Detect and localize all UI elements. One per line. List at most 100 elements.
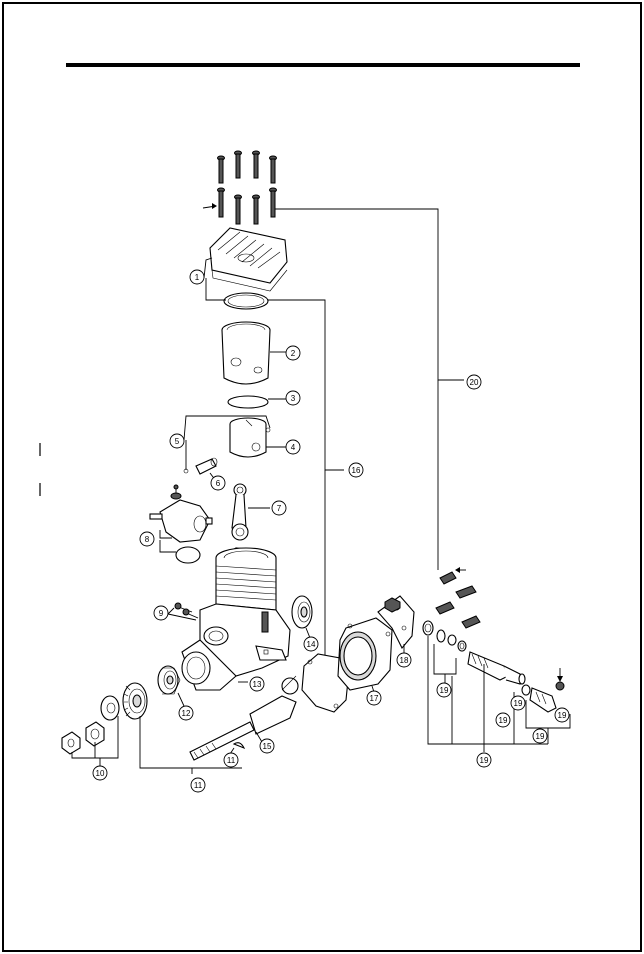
header-rule — [66, 63, 580, 67]
leader-11-bracket — [139, 716, 193, 774]
callout-c19b: 19 — [476, 752, 492, 768]
callout-c1: 1 — [189, 269, 205, 285]
callout-circle — [178, 705, 194, 721]
front-bearing — [157, 665, 181, 695]
callout-c3: 3 — [285, 390, 301, 406]
needle — [529, 681, 565, 713]
piston-ring — [227, 395, 269, 409]
woodruff-key — [232, 742, 246, 750]
callout-c6: 6 — [210, 475, 226, 491]
callout-group: 1234567891011111213141516171819191919191… — [92, 269, 570, 793]
connecting-rod — [231, 483, 249, 541]
callout-c11a: 11 — [190, 777, 206, 793]
head-gasket — [223, 292, 269, 310]
callout-circle — [190, 777, 206, 793]
circlip — [183, 468, 189, 474]
crankcase — [181, 547, 291, 691]
callout-circle — [271, 500, 287, 516]
callout-circle — [259, 738, 275, 754]
callout-circle — [92, 765, 108, 781]
callout-label: 2 — [291, 349, 296, 358]
callout-c13: 13 — [249, 676, 265, 692]
callout-circle — [303, 636, 319, 652]
callout-label: 16 — [352, 466, 361, 475]
callout-c8: 8 — [139, 531, 155, 547]
callout-label: 19 — [558, 711, 567, 720]
callout-circle — [466, 374, 482, 390]
callout-circle — [223, 752, 239, 768]
callout-circle — [189, 269, 205, 285]
callout-c10: 10 — [92, 765, 108, 781]
callout-label: 19 — [514, 699, 523, 708]
callout-label: 19 — [499, 716, 508, 725]
leader-9b — [167, 613, 197, 621]
callout-circle — [476, 752, 492, 768]
callout-c18: 18 — [396, 652, 412, 668]
callout-c15: 15 — [259, 738, 275, 754]
callout-c7: 7 — [271, 500, 287, 516]
leader-14 — [305, 627, 311, 639]
leader-19a-bracket — [433, 644, 457, 675]
backplate-housing — [337, 617, 393, 691]
cylinder-liner — [221, 321, 271, 385]
callout-c9: 9 — [153, 605, 169, 621]
callout-circle — [139, 531, 155, 547]
backplate-bolts — [435, 571, 481, 629]
piston — [229, 417, 267, 458]
callout-c2: 2 — [285, 345, 301, 361]
arrow-head — [455, 567, 460, 573]
arrow-head — [557, 676, 563, 682]
callout-circle — [366, 690, 382, 706]
crankshaft — [189, 675, 299, 761]
leader-20 — [275, 208, 464, 381]
leader-15 — [255, 731, 263, 743]
callout-c20: 20 — [466, 374, 482, 390]
backplate-gasket — [301, 653, 349, 713]
carburetor — [149, 484, 213, 543]
callout-circle — [510, 695, 526, 711]
spinner-nut — [61, 731, 81, 755]
callout-circle — [495, 712, 511, 728]
wrist-pin — [195, 457, 218, 475]
callout-circle — [285, 345, 301, 361]
leader-1 — [203, 257, 213, 279]
callout-label: 14 — [307, 640, 316, 649]
callout-circle — [285, 390, 301, 406]
drive-washer — [122, 682, 148, 720]
leader-12 — [177, 692, 185, 707]
callout-label: 12 — [182, 709, 191, 718]
callout-circle — [532, 728, 548, 744]
callout-label: 7 — [277, 504, 282, 513]
leader-16 — [268, 299, 344, 471]
callout-label: 19 — [440, 686, 449, 695]
callout-c19c: 19 — [495, 712, 511, 728]
rear-bearing — [291, 595, 313, 629]
callout-label: 9 — [159, 609, 164, 618]
callout-c14: 14 — [303, 636, 319, 652]
callout-c19e: 19 — [554, 707, 570, 723]
leader-8 — [159, 530, 172, 539]
callout-label: 4 — [291, 443, 296, 452]
callout-c19d: 19 — [510, 695, 526, 711]
needle-o-ring — [521, 684, 531, 696]
cylinder-head — [209, 227, 288, 292]
bracket-nut — [384, 597, 401, 613]
callout-label: 1 — [195, 273, 200, 282]
callout-label: 6 — [216, 479, 221, 488]
leader-9 — [167, 607, 175, 615]
callout-c11b: 11 — [223, 752, 239, 768]
head-bolts — [217, 150, 277, 225]
callout-c19a: 19 — [436, 682, 452, 698]
callout-circle — [554, 707, 570, 723]
leader-8b — [159, 540, 176, 553]
prop-nut — [85, 721, 105, 747]
callout-c19f: 19 — [532, 728, 548, 744]
callout-label: 19 — [536, 732, 545, 741]
callout-label: 5 — [175, 437, 180, 446]
callout-label: 18 — [400, 656, 409, 665]
callout-c5: 5 — [169, 433, 185, 449]
callout-circle — [153, 605, 169, 621]
needle-o-rings — [422, 620, 467, 652]
